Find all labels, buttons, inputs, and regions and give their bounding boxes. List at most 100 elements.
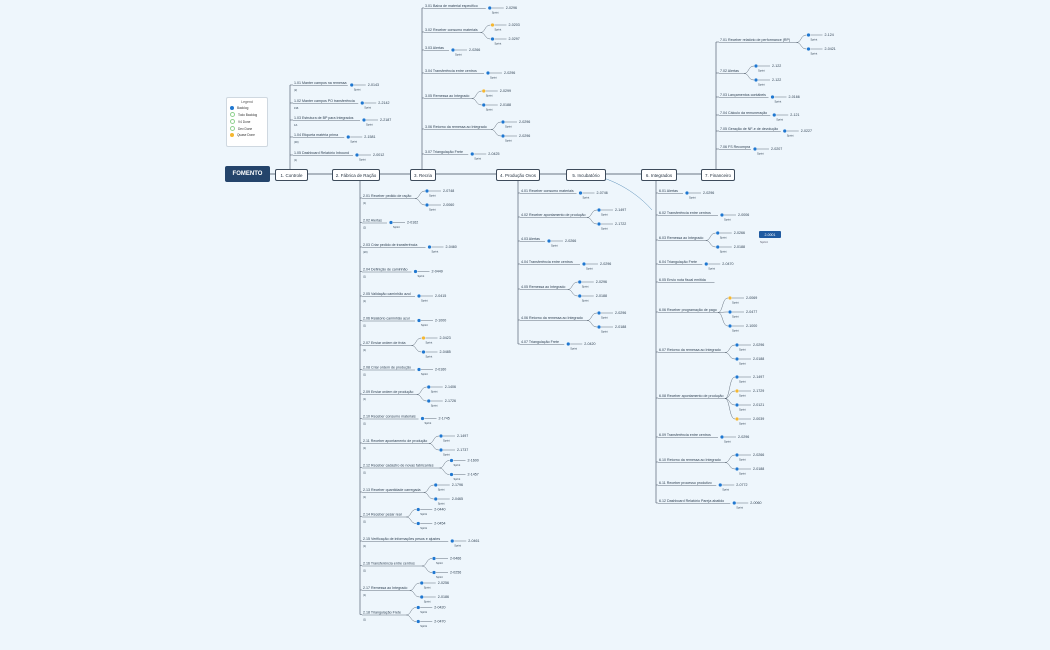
recria-item-sprint: Sprint — [492, 11, 499, 15]
fabrica-item-id: 2-0465 — [452, 497, 463, 501]
producao-item-id: 2-1722 — [615, 222, 626, 226]
fabrica-sub-connector — [411, 345, 422, 353]
recria-item-id: 2-0296 — [519, 120, 530, 124]
producao-item-sprint: Sprint — [583, 196, 590, 200]
producao-item-sprint: Sprint — [551, 244, 558, 248]
integrados-item-sprint: Sprint — [739, 394, 746, 398]
producao-item-id: 2-0296 — [615, 311, 626, 315]
fabrica-item-label: 2.12 Receber cadastro de novas fabricant… — [363, 464, 434, 468]
status-dot-icon — [346, 135, 350, 139]
integrados-item-id: 2-0296 — [738, 435, 749, 439]
topic-incubatorio[interactable]: 5. Incubatório — [566, 169, 606, 181]
fabrica-item-sprint: Sprint — [421, 323, 428, 327]
status-dot-icon — [360, 101, 364, 105]
fabrica-item-label: 2.08 Criar ordem de produção — [363, 366, 411, 370]
fabrica-item-id: 2-1497 — [457, 434, 468, 438]
financeiro-item-id: 2-121 — [790, 113, 799, 117]
status-dot-icon — [597, 222, 601, 226]
integrados-item-sprint: Sprint — [720, 250, 727, 254]
fabrica-item-id: 2-0256 — [450, 571, 461, 575]
controle-item-id: 2-0012 — [373, 153, 384, 157]
status-dot-icon — [783, 129, 787, 133]
fabrica-item-sprint: Sprint — [425, 421, 432, 425]
financeiro-item-sprint: Sprint — [758, 83, 765, 87]
integrados-item-sprint: Sprint — [689, 196, 696, 200]
integrados-sub-connector — [724, 344, 736, 353]
fabrica-item-sub: (1) — [363, 471, 366, 475]
fabrica-item-sprint: Sprint — [420, 624, 427, 628]
integrados-item-label: 6.05 Envio nota fiscal emitida — [659, 278, 706, 282]
status-dot-icon — [501, 134, 505, 138]
financeiro-item-id: 2-0207 — [771, 147, 782, 151]
financeiro-sub-connector — [743, 73, 755, 81]
status-dot-icon — [597, 208, 601, 212]
topic-producao-ovos[interactable]: 4. Produção Ovos — [496, 169, 540, 181]
producao-item-id: 2-0746 — [597, 191, 608, 195]
financeiro-item-label: 7.01 Receber relatório de performance (R… — [720, 38, 790, 42]
fabrica-item-sprint: Sprint — [454, 463, 461, 467]
integrados-item-id: 2-1497 — [753, 375, 764, 379]
recria-item-sprint: Sprint — [455, 53, 462, 57]
topic-integrados[interactable]: 6. Integrados — [641, 169, 677, 181]
controle-item-id: 2-1581 — [364, 135, 375, 139]
fabrica-item-sub: (1) — [363, 373, 366, 377]
topic-fabrica-racao[interactable]: 2. Fábrica de Ração — [332, 169, 380, 181]
fabrica-item-id: 2-1726 — [445, 399, 456, 403]
status-dot-icon — [421, 336, 426, 340]
floating-tag-sub: Sprint — [760, 240, 768, 244]
financeiro-item-sprint: Sprint — [776, 118, 783, 122]
fabrica-item-sub: (1) — [363, 324, 366, 328]
fabrica-item-label: 2.13 Receber quantidade carregada — [363, 488, 421, 492]
recria-item-id: 2-0299 — [500, 89, 511, 93]
integrados-item-label: 6.02 Transferência entre centros — [659, 211, 711, 215]
fabrica-sub-connector — [409, 590, 420, 598]
fabrica-item-id: 2-0256 — [438, 581, 449, 585]
status-dot-icon — [230, 112, 235, 117]
financeiro-item-sprint: Sprint — [811, 38, 818, 42]
integrados-sub-connector — [717, 297, 729, 313]
fabrica-sub-connector — [416, 386, 427, 395]
controle-item-label: 1.01 Manter campos na remessa — [294, 81, 347, 85]
controle-item-sub: (2) — [294, 88, 297, 92]
fabrica-item-sprint: Sprint — [432, 250, 439, 254]
floating-tag[interactable]: 2-0001 — [759, 231, 781, 238]
financeiro-item-sprint: Sprint — [757, 152, 764, 156]
fabrica-item-id: 2-1796 — [452, 483, 463, 487]
financeiro-item-sprint: Sprint — [787, 134, 794, 138]
root-topic[interactable]: FOMENTO — [225, 166, 270, 182]
status-dot-icon — [417, 367, 421, 372]
fabrica-item-id: 2-0449 — [432, 270, 443, 274]
fabrica-item-id: 2-0060 — [443, 203, 454, 207]
status-dot-icon — [735, 357, 739, 361]
producao-sub-connector — [586, 320, 598, 328]
integrados-item-id: 2-0470 — [722, 262, 733, 266]
fabrica-item-sub: (1) — [363, 446, 366, 450]
status-dot-icon — [420, 581, 424, 585]
recria-item-id: 2-0296 — [506, 6, 517, 10]
status-dot-icon — [389, 220, 393, 225]
producao-item-sprint: Sprint — [570, 347, 577, 351]
fabrica-item-id: 2-0423 — [440, 336, 451, 340]
recria-sub-connector — [480, 24, 491, 33]
fabrica-item-id: 2-0485 — [440, 350, 451, 354]
producao-sub-connector — [586, 312, 598, 321]
topic-controle[interactable]: 1. Controle — [275, 169, 308, 181]
status-dot-icon — [417, 318, 421, 323]
status-dot-icon — [416, 507, 420, 512]
status-dot-icon — [449, 458, 454, 463]
financeiro-item-id: 2-0166 — [789, 95, 800, 99]
integrados-item-sprint: Sprint — [722, 488, 729, 492]
fabrica-item-label: 2.03 Criar pedido de transferência — [363, 243, 417, 247]
integrados-item-id: 2-0069 — [746, 296, 757, 300]
fabrica-item-label: 2.05 Validação caminhão azul — [363, 292, 411, 296]
recria-item-sprint: Sprint — [505, 125, 512, 129]
recria-item-sprint: Sprint — [486, 108, 493, 112]
status-dot-icon — [597, 311, 601, 315]
topic-financeiro[interactable]: 7. Financeiro — [701, 169, 735, 181]
financeiro-item-label: 7.04 Cálculo da remuneração — [720, 111, 767, 115]
fabrica-item-sub: (1) — [363, 348, 366, 352]
topic-recria[interactable]: 3. Recria — [410, 169, 436, 181]
recria-item-sprint: Sprint — [474, 157, 481, 161]
fabrica-sub-connector — [439, 467, 450, 475]
fabrica-item-id: 2-1406 — [445, 385, 456, 389]
